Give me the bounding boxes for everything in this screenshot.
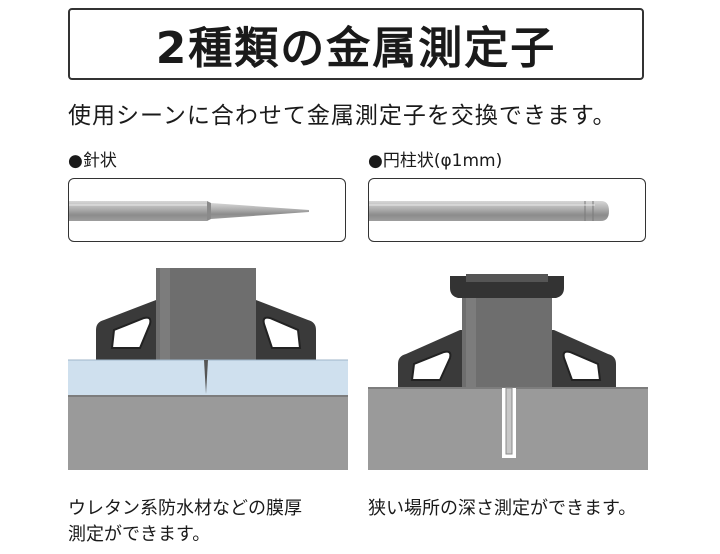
needle-caption: ウレタン系防水材などの膜厚 測定ができます。 <box>68 496 302 548</box>
gauge-body <box>156 268 256 360</box>
needle-probe-image <box>68 178 346 242</box>
needle-probe-label: ●針状 <box>68 151 117 171</box>
cylinder-probe-image <box>368 178 646 242</box>
needle-caption-line-1: ウレタン系防水材などの膜厚 <box>68 498 302 519</box>
needle-in-coating <box>204 360 208 394</box>
coating-layer <box>68 360 348 396</box>
cylinder-caption: 狭い場所の深さ測定ができます。 <box>368 496 636 522</box>
title-box: 2種類の金属測定子 <box>68 8 644 80</box>
cylinder-shaft <box>369 201 597 221</box>
subtitle: 使用シーンに合わせて金属測定子を交換できます。 <box>68 103 617 129</box>
substrate <box>68 396 348 470</box>
cylinder-probe-in-hole <box>505 387 513 455</box>
coating-thickness-illustration <box>68 268 348 470</box>
gauge-body <box>462 298 552 388</box>
page-title: 2種類の金属測定子 <box>155 23 557 74</box>
cylinder-caption-line-1: 狭い場所の深さ測定ができます。 <box>368 498 637 519</box>
cylinder-probe-label: ●円柱状(φ1mm) <box>368 151 503 171</box>
narrow-depth-illustration <box>368 268 648 470</box>
needle-shaft <box>69 201 207 221</box>
cylinder-tip <box>597 201 609 221</box>
needle-caption-line-2: 測定ができます。 <box>68 524 211 545</box>
needle-tip <box>211 203 309 219</box>
